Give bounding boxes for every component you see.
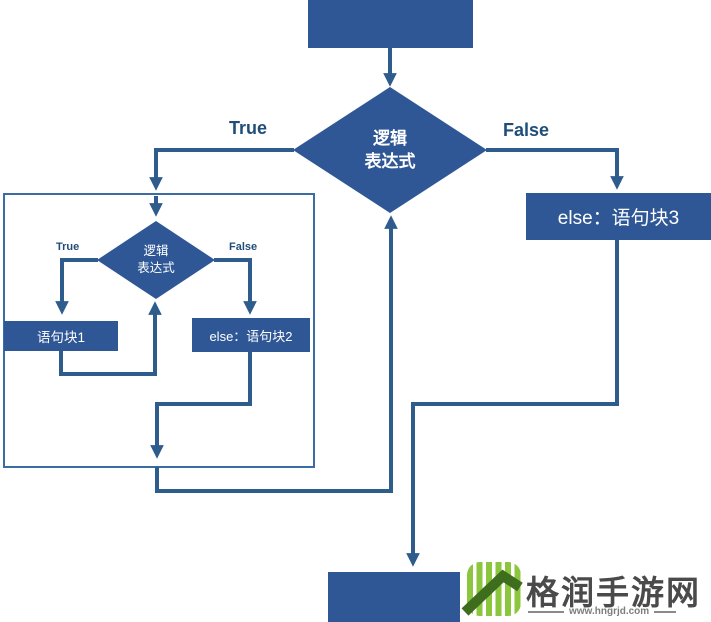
false-label-inner: False bbox=[229, 241, 258, 253]
inner-condition-text: 逻辑 表达式 bbox=[111, 243, 201, 277]
connector-inner-true bbox=[55, 258, 98, 315]
true-label-main: True bbox=[229, 118, 268, 138]
url-dash-left bbox=[528, 610, 564, 613]
else-block3-node: else：语句块3 bbox=[526, 193, 711, 240]
connector-false-branch bbox=[486, 148, 624, 190]
url-dash-right bbox=[654, 610, 677, 613]
start-node bbox=[308, 0, 473, 48]
false-label-main: False bbox=[503, 120, 550, 140]
main-condition-line2: 表达式 bbox=[364, 152, 416, 171]
inner-condition-line1: 逻辑 bbox=[143, 244, 169, 258]
logo-roof-icon bbox=[461, 569, 523, 616]
inner-condition-line2: 表达式 bbox=[137, 261, 175, 275]
url-text: www.hngrjd.com bbox=[569, 606, 650, 617]
connector-inner-false bbox=[214, 258, 257, 315]
main-condition-diamond bbox=[293, 87, 487, 213]
else-block2-node: else：语句块2 bbox=[192, 318, 310, 352]
block1-node: 语句块1 bbox=[4, 321, 118, 351]
end-node bbox=[328, 572, 460, 622]
main-condition-line1: 逻辑 bbox=[373, 129, 407, 148]
watermark-logo bbox=[461, 562, 523, 616]
connector-subflow-return bbox=[155, 215, 398, 493]
connector-block3-to-end bbox=[406, 240, 619, 567]
connector-true-branch bbox=[149, 148, 294, 191]
connector-block1-return bbox=[59, 301, 162, 376]
true-label-inner: True bbox=[56, 241, 80, 253]
main-condition-text: 逻辑 表达式 bbox=[330, 127, 450, 173]
watermark-site-name: 格润手游网 bbox=[526, 574, 701, 611]
connector-block2-exit bbox=[150, 352, 252, 459]
inner-condition-diamond bbox=[97, 221, 215, 299]
watermark-site-url: www.hngrjd.com bbox=[528, 606, 708, 617]
